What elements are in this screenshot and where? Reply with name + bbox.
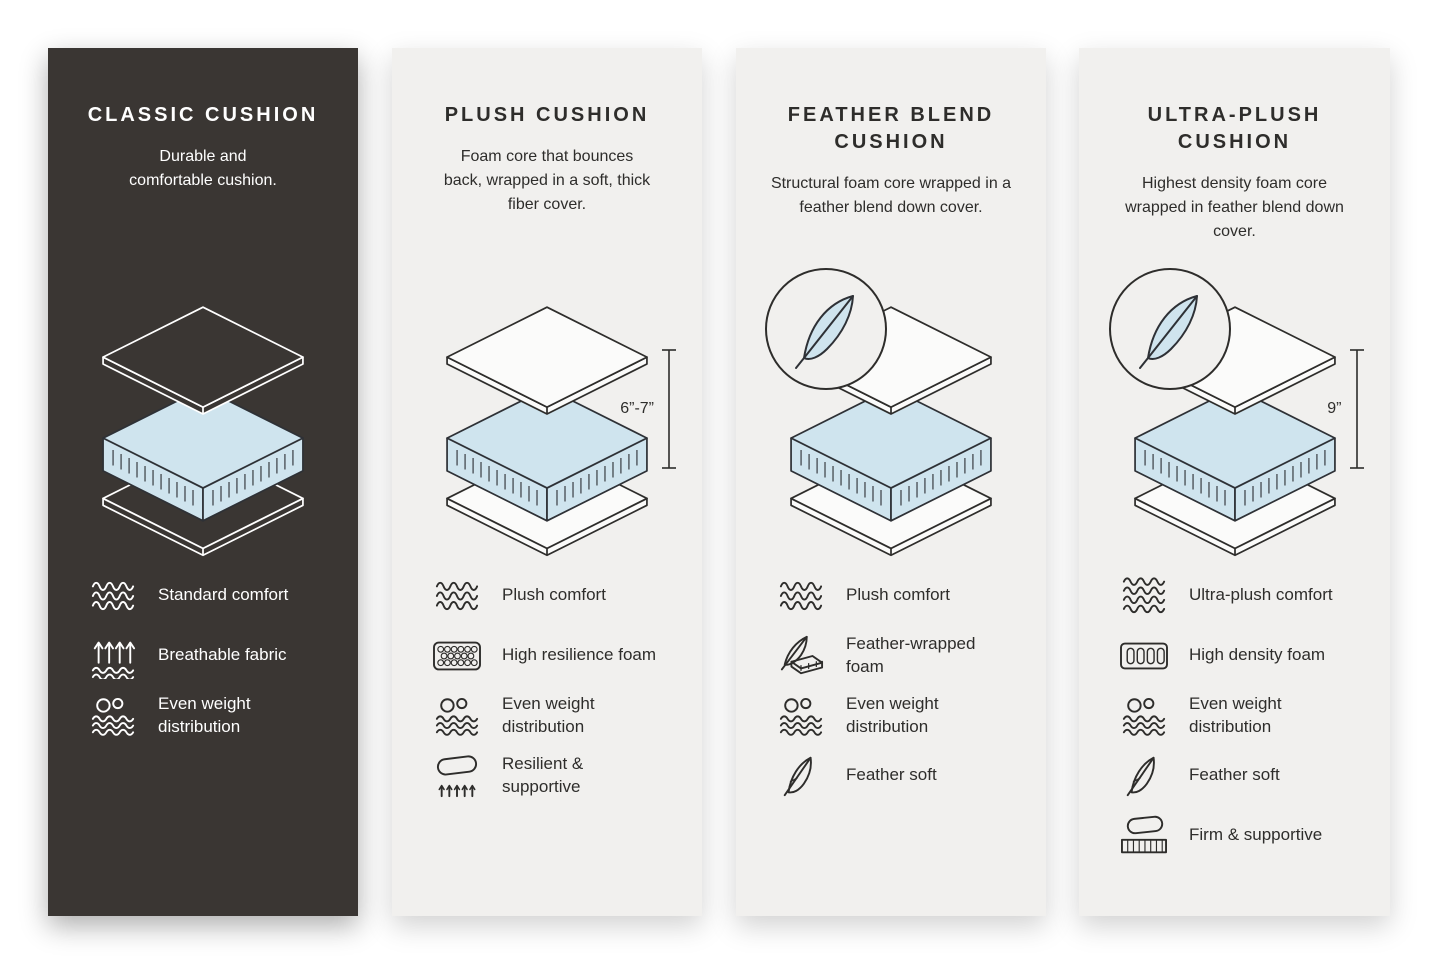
feature-feather-soft: Feather soft (1115, 752, 1378, 799)
feature-list: Ultra-plush comfort High density foam Ev… (1115, 572, 1378, 872)
feature-label: Feather soft (846, 765, 937, 785)
panel-description: Highest density foam core wrapped in fea… (1125, 175, 1344, 240)
feature-label: Even weight distribution (846, 694, 939, 736)
height-measurement: 9” (1327, 348, 1364, 470)
feature-label: Breathable fabric (158, 645, 287, 665)
feather-badge (763, 266, 889, 392)
waves-icon (428, 573, 486, 619)
feature-label: Ultra-plush comfort (1189, 585, 1333, 605)
feature-even-weight: Even weight distribution (84, 692, 346, 739)
measurement-line-icon (662, 349, 676, 469)
cushion-diagram (91, 302, 315, 558)
panel-feather-blend-cushion: FEATHER BLEND CUSHION Structural foam co… (736, 48, 1046, 916)
feature-label: High resilience foam (502, 645, 657, 665)
feature-feather-wrapped-foam: Feather-wrapped foam (772, 632, 1034, 679)
feature-plush-comfort: Plush comfort (428, 572, 690, 619)
feature-list: Standard comfort Breathable fabric Even … (84, 572, 346, 752)
feature-label: High density foam (1189, 645, 1326, 665)
cushion-diagram: 6”-7” (435, 302, 676, 558)
weight-distribution-icon (1115, 693, 1173, 739)
breathable-fabric-icon (84, 633, 142, 679)
waves-icon (772, 573, 830, 619)
panel-ultra-plush-cushion: ULTRA-PLUSH CUSHION Highest density foam… (1079, 48, 1390, 916)
feature-label: Even weight distribution (502, 694, 595, 736)
cushion-diagram: 9” (1123, 302, 1364, 558)
feature-plush-comfort: Plush comfort (772, 572, 1034, 619)
panel-title: ULTRA-PLUSH CUSHION (1147, 104, 1322, 153)
feather-badge (1107, 266, 1233, 392)
feature-high-density-foam: High density foam (1115, 632, 1378, 679)
measurement-label: 6”-7” (620, 400, 654, 417)
panel-plush-cushion: PLUSH CUSHION Foam core that bounces bac… (392, 48, 702, 916)
feature-breathable-fabric: Breathable fabric (84, 632, 346, 679)
feature-label: Feather-wrapped foam (846, 634, 976, 676)
feature-list: Plush comfort High resilience foam Even … (428, 572, 690, 812)
feather-icon (1115, 753, 1173, 799)
high-density-foam-icon (1115, 633, 1173, 679)
panel-description: Foam core that bounces back, wrapped in … (443, 148, 651, 213)
feature-even-weight: Even weight distribution (428, 692, 690, 739)
feature-label: Plush comfort (502, 585, 606, 605)
feature-feather-soft: Feather soft (772, 752, 1034, 799)
panel-classic-cushion: CLASSIC CUSHION Durable and comfortable … (48, 48, 358, 916)
feature-label: Even weight distribution (1189, 694, 1282, 736)
measurement-line-icon (1349, 349, 1364, 469)
layered-cushion-illustration (91, 302, 315, 557)
feature-firm-supportive: Firm & supportive (1115, 812, 1378, 859)
waves-dense-icon (1115, 573, 1173, 619)
panel-description: Structural foam core wrapped in a feathe… (770, 175, 1012, 216)
firm-supportive-icon (1115, 813, 1173, 859)
feature-label: Resilient & supportive (502, 754, 584, 796)
panel-title: CLASSIC CUSHION (87, 104, 319, 126)
weight-distribution-icon (772, 693, 830, 739)
feature-ultra-plush-comfort: Ultra-plush comfort (1115, 572, 1378, 619)
feature-label: Firm & supportive (1189, 825, 1323, 845)
weight-distribution-icon (84, 693, 142, 739)
feature-label: Plush comfort (846, 585, 950, 605)
honeycomb-foam-icon (428, 633, 486, 679)
panel-title: PLUSH CUSHION (444, 104, 650, 126)
feature-even-weight: Even weight distribution (1115, 692, 1378, 739)
resilient-supportive-icon (428, 753, 486, 799)
panel-description: Durable and comfortable cushion. (129, 148, 277, 189)
feather-icon (772, 753, 830, 799)
measurement-label: 9” (1327, 400, 1342, 417)
panel-title: FEATHER BLEND CUSHION (787, 104, 995, 153)
cushion-diagram (779, 302, 1003, 558)
feature-resilient-supportive: Resilient & supportive (428, 752, 690, 799)
waves-icon (84, 573, 142, 619)
feature-label: Feather soft (1189, 765, 1280, 785)
feature-high-resilience-foam: High resilience foam (428, 632, 690, 679)
feature-label: Standard comfort (158, 585, 289, 605)
feature-label: Even weight distribution (158, 694, 251, 736)
height-measurement: 6”-7” (620, 348, 677, 470)
feather-wrapped-foam-icon (772, 633, 830, 679)
feature-standard-comfort: Standard comfort (84, 572, 346, 619)
feature-list: Plush comfort Feather-wrapped foam Even … (772, 572, 1034, 812)
feature-even-weight: Even weight distribution (772, 692, 1034, 739)
weight-distribution-icon (428, 693, 486, 739)
